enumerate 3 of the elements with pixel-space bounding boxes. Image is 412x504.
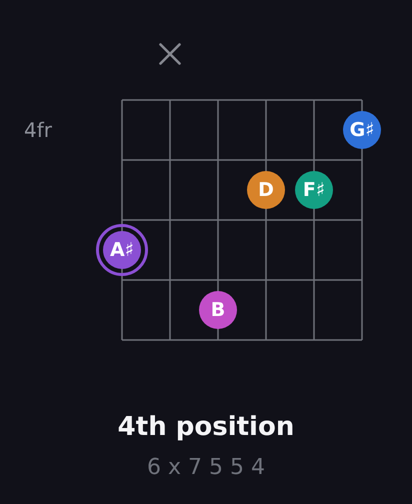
fret-number-label: 4fr [24,118,52,142]
fingering-caption: 6 x 7 5 5 4 [147,454,265,482]
chord-title: 4th position [118,411,294,443]
